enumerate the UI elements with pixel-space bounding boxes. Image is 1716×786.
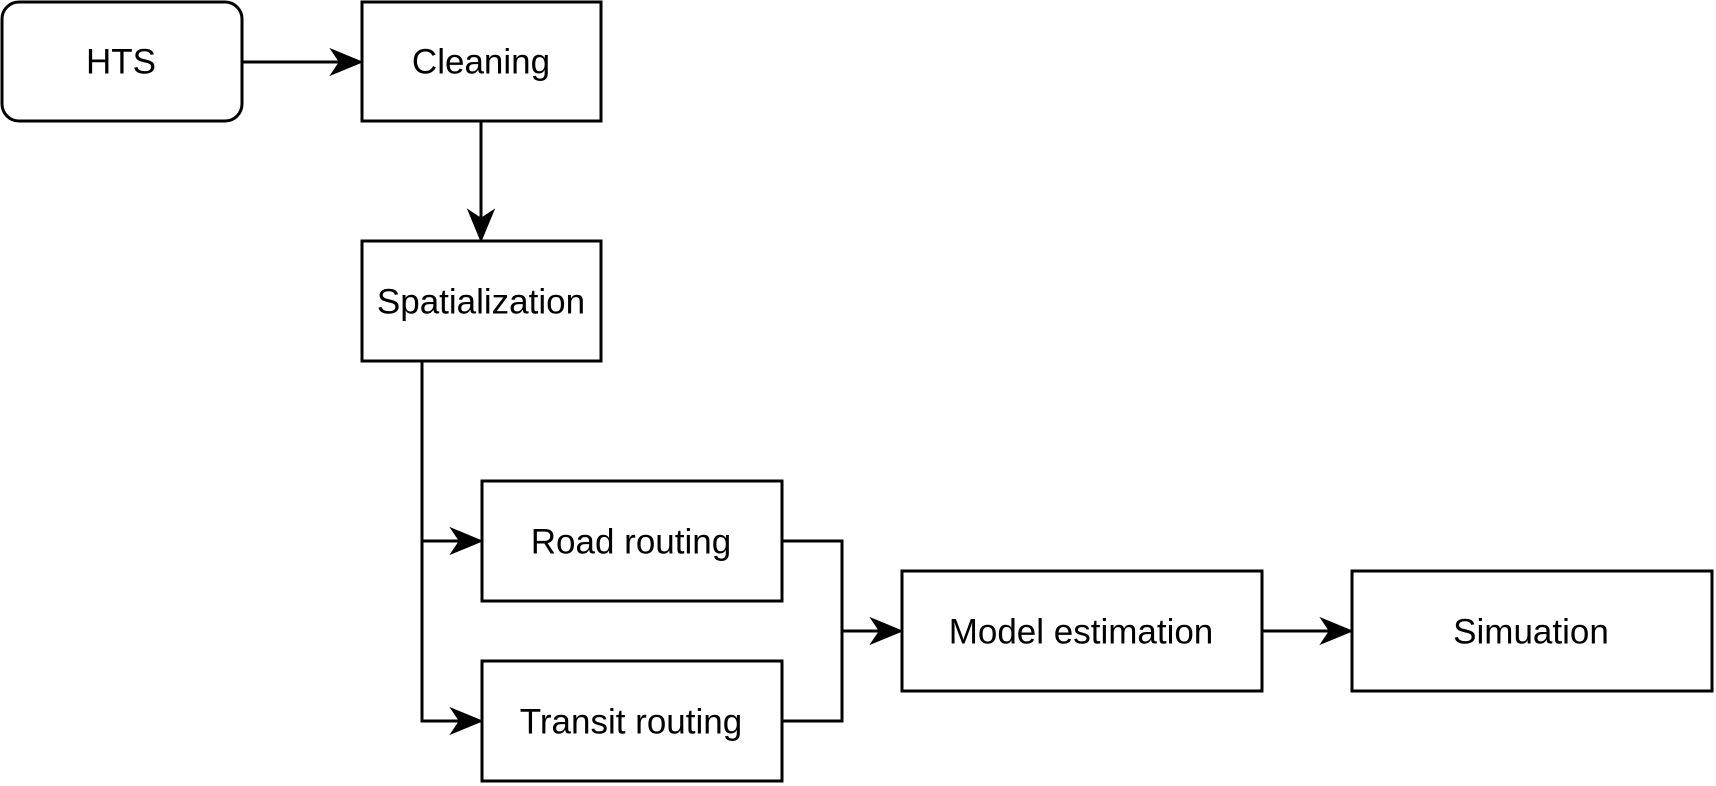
arrowhead-to-transit-routing [449, 706, 484, 736]
node-simulation: Simuation [1350, 569, 1714, 693]
node-cleaning: Cleaning [360, 0, 603, 123]
node-simulation-label: Simuation [1453, 613, 1609, 652]
node-spatialization: Spatialization [360, 239, 603, 363]
node-simulation-box [1350, 569, 1714, 693]
connectors [242, 60, 1332, 723]
node-cleaning-box [360, 0, 603, 123]
arrowhead-to-simulation [1319, 616, 1354, 646]
edge-spatialization-to-road-routing [420, 361, 462, 543]
node-spatialization-label: Spatialization [377, 283, 585, 322]
arrowhead-to-spatialization [466, 208, 496, 243]
node-transit-routing-label: Transit routing [520, 703, 742, 742]
node-road-routing: Road routing [480, 479, 784, 603]
node-hts-label: HTS [86, 43, 156, 82]
node-road-routing-box [480, 479, 784, 603]
node-road-routing-label: Road routing [531, 523, 731, 562]
node-hts: HTS [0, 0, 244, 123]
node-transit-routing-box [480, 659, 784, 783]
arrowheads [329, 47, 1354, 736]
arrowhead-to-cleaning [329, 47, 364, 77]
edge-spatialization-to-transit-routing [420, 541, 462, 723]
node-hts-box [0, 0, 244, 123]
node-transit-routing: Transit routing [480, 659, 784, 783]
node-spatialization-box [360, 239, 603, 363]
node-model-estimation-label: Model estimation [949, 613, 1214, 652]
edge-transit-routing-to-model-estimation [782, 631, 844, 723]
node-model-estimation-box [900, 569, 1264, 693]
node-model-estimation: Model estimation [900, 569, 1264, 693]
node-cleaning-label: Cleaning [412, 43, 550, 82]
edge-road-routing-to-model-estimation [782, 539, 882, 633]
arrowhead-to-model-estimation [869, 616, 904, 646]
arrowhead-to-road-routing [449, 526, 484, 556]
